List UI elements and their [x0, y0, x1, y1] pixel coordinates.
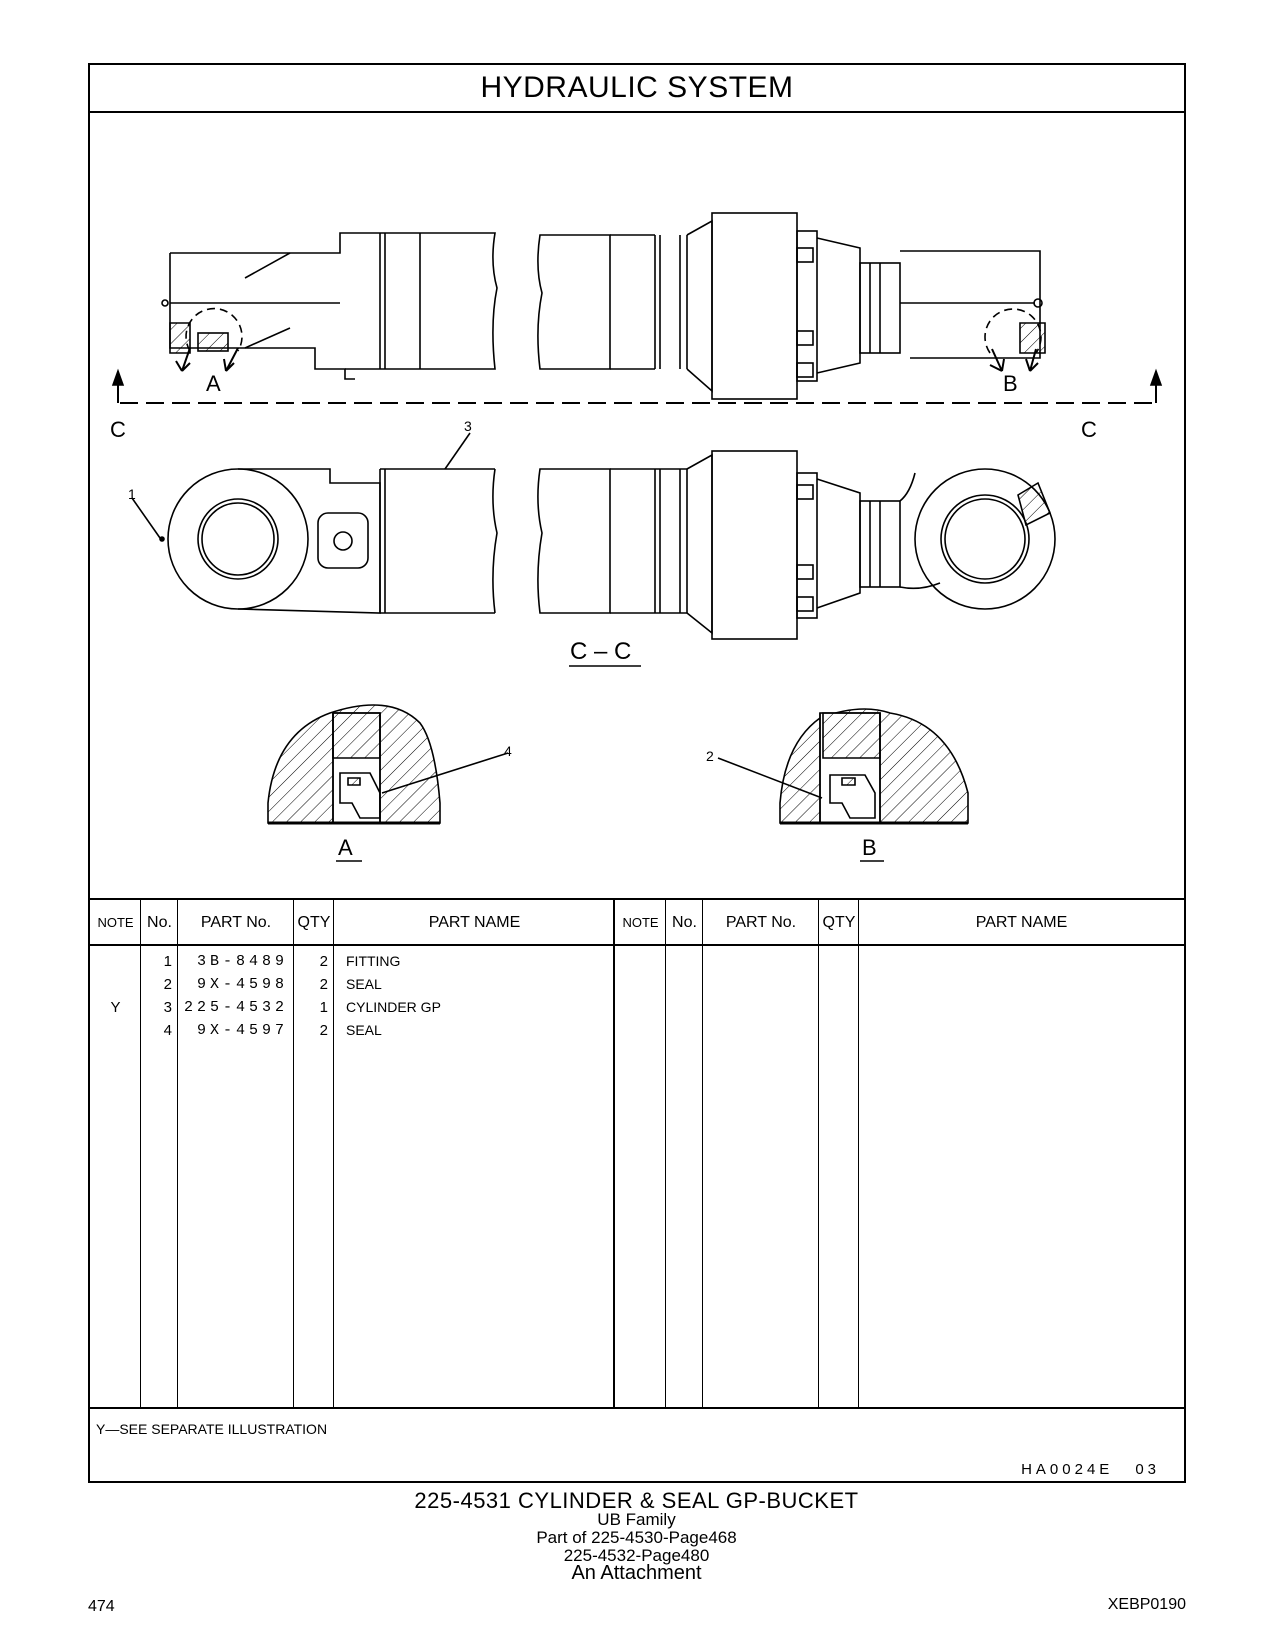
header-no: No.: [147, 914, 172, 931]
caption-attachment: An Attachment: [571, 1562, 702, 1584]
row-qty: 2: [319, 976, 328, 993]
cylinder-drawing: A B C C C – C A B 1 2 3 4: [110, 212, 1163, 862]
header-qty: QTY: [297, 914, 331, 931]
section-label-c-right: C: [1081, 417, 1097, 442]
header-qty-right: QTY: [822, 914, 856, 931]
row-no: 1: [163, 953, 172, 970]
row-note: [90, 950, 141, 973]
row-part-no: 225-4532: [183, 999, 288, 1016]
row-part-name: SEAL: [346, 1022, 382, 1038]
header-note: NOTE: [97, 915, 134, 930]
callout-4: 4: [504, 743, 512, 759]
col-note-right: [615, 900, 666, 1407]
parts-page-frame: HYDRAULIC SYSTEM: [88, 63, 1186, 1483]
row-note: [90, 973, 141, 996]
table-row: Y 3 225-4532 1 CYLINDER GP: [90, 996, 1184, 1019]
col-note-left: [90, 900, 141, 1407]
row-part-no: 9X-4598: [196, 976, 288, 993]
row-no: 3: [163, 999, 172, 1016]
caption-part-of-1: Part of 225-4530-Page468: [536, 1528, 737, 1547]
detail-label-b: B: [862, 835, 877, 860]
col-qty-right: [819, 900, 859, 1407]
table-row: 2 9X-4598 2 SEAL: [90, 973, 1184, 996]
col-partno-right: [703, 900, 819, 1407]
parts-table: NOTE No. PART No. QTY PART NAME NOTE No.…: [90, 898, 1184, 1409]
row-note: Y: [110, 999, 121, 1016]
table-header: NOTE No. PART No. QTY PART NAME NOTE No.…: [90, 900, 1184, 946]
row-part-no: 3B-8489: [196, 953, 288, 970]
document-id: XEBP0190: [1107, 1596, 1186, 1613]
cylinder-illustration: A B C C C – C A B 1 2 3 4: [90, 113, 1184, 898]
detail-label-a: A: [338, 835, 353, 860]
section-title: HYDRAULIC SYSTEM: [90, 65, 1184, 113]
header-no-right: No.: [672, 914, 697, 931]
drawing-code-id: HA0024E: [1021, 1461, 1114, 1478]
footnote: Y—SEE SEPARATE ILLUSTRATION: [96, 1421, 328, 1437]
row-part-no: 9X-4597: [196, 1022, 288, 1039]
header-note-right: NOTE: [622, 915, 659, 930]
caption-title: 225-4531 CYLINDER & SEAL GP-BUCKET: [414, 1488, 859, 1513]
header-part-no: PART No.: [200, 914, 272, 931]
row-qty: 2: [319, 953, 328, 970]
row-part-name: FITTING: [346, 953, 401, 969]
caption-part-of-2: 225-4532-Page480: [563, 1546, 710, 1565]
caption-family: UB Family: [597, 1510, 676, 1529]
col-partno-left: [178, 900, 294, 1407]
page-number: 474: [88, 1598, 115, 1615]
row-no: 4: [163, 1022, 172, 1039]
view-label-cc: C – C: [570, 638, 631, 665]
header-part-name: PART NAME: [428, 914, 521, 931]
row-qty: 1: [319, 999, 328, 1016]
table-row: 4 9X-4597 2 SEAL: [90, 1019, 1184, 1042]
callout-1: 1: [128, 486, 136, 502]
section-label-a: A: [206, 371, 221, 396]
section-label-c-left: C: [110, 417, 126, 442]
drawing-code: HA0024E 03: [1021, 1461, 1160, 1478]
row-part-name: CYLINDER GP: [346, 999, 441, 1015]
row-note: [90, 1019, 141, 1042]
row-part-name: SEAL: [346, 976, 382, 992]
row-no: 2: [163, 976, 172, 993]
col-no-left: [141, 900, 178, 1407]
callout-3: 3: [464, 418, 472, 434]
header-part-name-right: PART NAME: [975, 914, 1068, 931]
header-part-no-right: PART No.: [725, 914, 797, 931]
drawing-revision: 03: [1135, 1461, 1160, 1478]
col-qty-left: [294, 900, 334, 1407]
col-no-right: [666, 900, 703, 1407]
section-label-b: B: [1003, 371, 1018, 396]
table-row: 1 3B-8489 2 FITTING: [90, 950, 1184, 973]
col-partname-left: [334, 900, 615, 1407]
row-qty: 2: [319, 1022, 328, 1039]
callout-2: 2: [706, 748, 714, 764]
